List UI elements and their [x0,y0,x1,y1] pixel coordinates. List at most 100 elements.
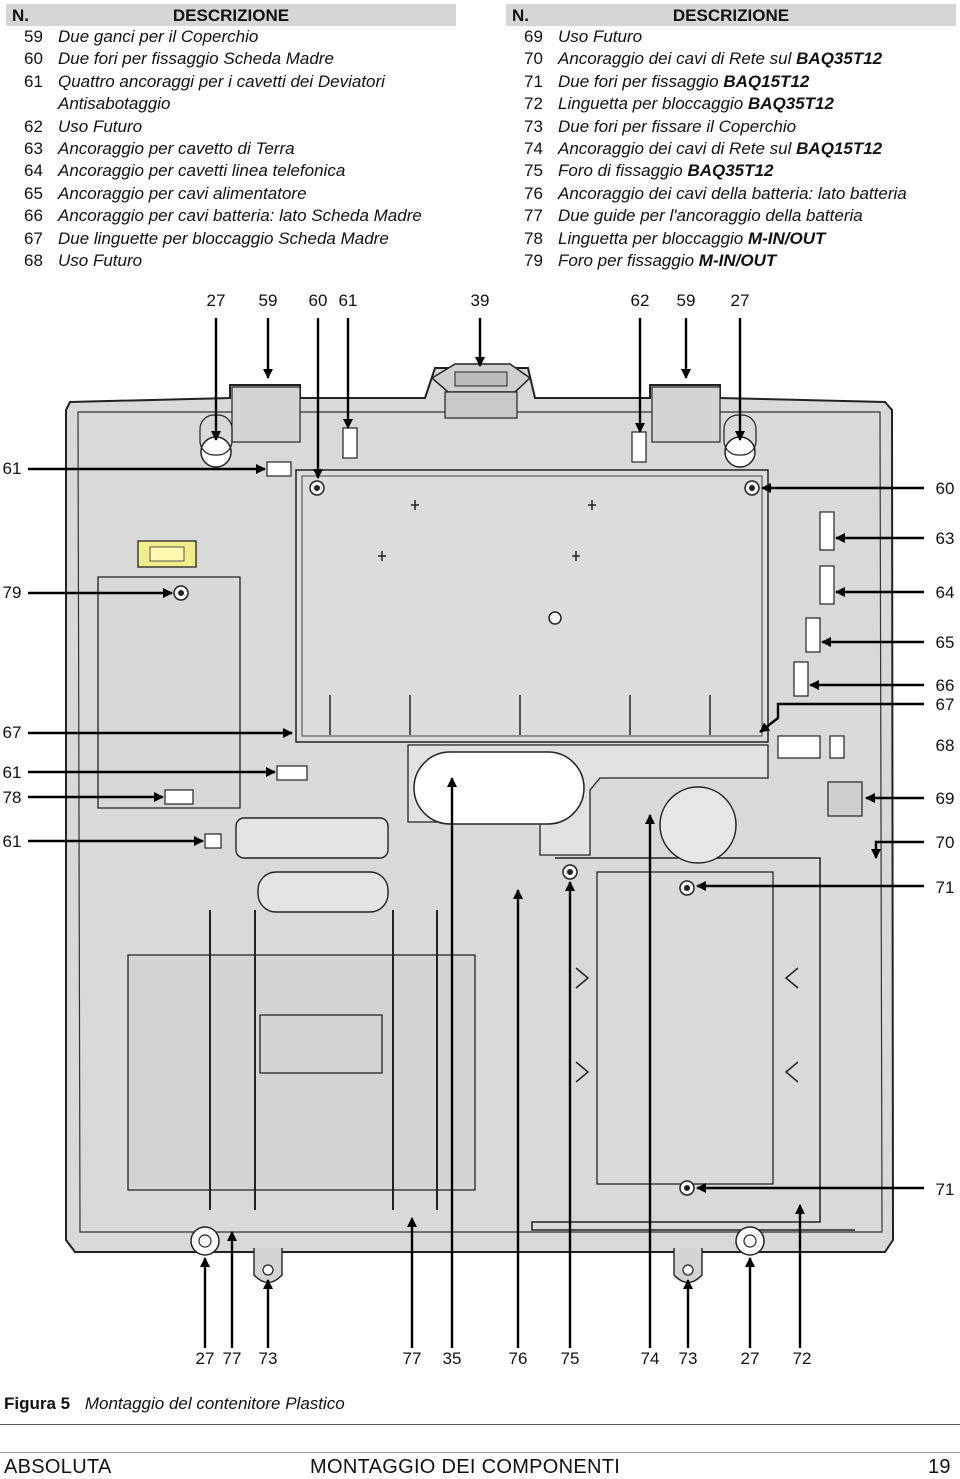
row-model-code: BAQ15T12 [723,71,810,91]
footer-top-line [0,1452,960,1453]
row-text: Due guide per l'ancoraggio della batteri… [558,206,863,226]
callout-label-bottom: 73 [259,1349,278,1368]
row-text: Due fori per fissaggio Scheda Madre [58,49,334,69]
callout-label-top: 61 [339,291,358,310]
row-text: Quattro ancoraggi per i cavetti dei Devi… [58,71,385,91]
row-number: 71 [524,71,543,91]
row-text: Due ganci per il Coperchio [58,27,259,46]
callout-label-right: 69 [936,789,955,808]
callout-label-top: 60 [309,291,328,310]
callout-label-top: 62 [631,291,650,310]
row-model-code: BAQ35T12 [796,49,883,69]
right-table-header: N. DESCRIZIONE [506,4,956,26]
row-description: Ancoraggio dei cavi di Rete sul BAQ15T12 [558,138,882,160]
row-text: Due fori per fissaggio [558,71,724,91]
row-description: Ancoraggio per cavi batteria: lato Sched… [58,205,422,227]
callout-label-bottom: 35 [443,1349,462,1368]
callout-label-right: 63 [936,529,955,548]
footer-product: ABSOLUTA [4,1456,112,1478]
row-description: Uso Futuro [58,250,142,272]
table-row: 70 Ancoraggio dei cavi di Rete sul BAQ35T… [506,48,956,70]
enclosure-inner-outline [77,411,883,1233]
row-text: Ancoraggio dei cavi di Rete sul [558,49,797,69]
m-inout-area [97,576,241,809]
row-text: Antisabotaggio [58,94,171,114]
callout-label-bottom: 27 [196,1349,215,1368]
row-text: Linguetta per bloccaggio [558,228,748,248]
row-description: Due fori per fissaggio Scheda Madre [58,48,334,70]
row-text: Foro di fissaggio [558,161,688,181]
row-number: 70 [524,49,543,69]
row-description: Due guide per l'ancoraggio della batteri… [558,205,863,227]
figure-title: Montaggio del contenitore Plastico [84,1394,345,1413]
row-text: Linguetta per bloccaggio [558,94,748,114]
row-text: Ancoraggio dei cavi della batteria: lato… [558,183,907,203]
callout-label-right: 70 [936,833,955,852]
page-number: 19 [928,1456,951,1478]
row-description: Linguetta per bloccaggio BAQ35T12 [558,93,834,115]
callout-label-bottom: 77 [403,1349,422,1368]
hook-right [651,386,721,443]
callout-label-left: 61 [3,459,22,478]
row-number: 69 [524,27,543,46]
callout-label-top: 39 [471,291,490,310]
row-number: 76 [524,183,543,203]
table-row: 76 Ancoraggio dei cavi della batteria: la… [506,183,956,205]
footer-section: MONTAGGIO DEI COMPONENTI [310,1456,621,1478]
callout-label-top: 27 [207,291,226,310]
row-number: 62 [24,116,43,136]
callout-label-right: 65 [936,633,955,652]
header-number: N. [512,6,529,25]
row-text: Ancoraggio per cavetti linea telefonica [58,161,346,181]
callout-label-right: 71 [936,878,955,897]
row-number: 73 [524,116,543,136]
callout-label-right: 60 [936,479,955,498]
motherboard-area [295,469,769,743]
row-number: 78 [524,228,543,248]
callout-label-left: 67 [3,723,22,742]
left-table-header: N. DESCRIZIONE [6,4,456,26]
table-row: 77 Due guide per l'ancoraggio della batte… [506,205,956,227]
row-text: Ancoraggio dei cavi di Rete sul [558,138,797,158]
row-text: Ancoraggio per cavetto di Terra [58,138,295,158]
figure-caption: Figura 5 Montaggio del contenitore Plast… [4,1394,345,1414]
callout-label-top: 27 [731,291,750,310]
row-model-code: BAQ15T12 [796,138,883,158]
row-text: Foro per fissaggio [558,250,699,270]
row-number: 77 [524,206,543,226]
row-description: Due fori per fissare il Coperchio [558,116,796,138]
row-model-code: BAQ35T12 [747,94,834,114]
row-model-code: M-IN/OUT [747,228,826,248]
row-description: Ancoraggio per cavetti linea telefonica [58,160,345,182]
callout-label-bottom: 74 [641,1349,660,1368]
table-row: Antisabotaggio [6,93,456,115]
callout-label-right: 67 [936,695,955,714]
callout-label-right: 64 [936,583,955,602]
callout-label-bottom: 27 [741,1349,760,1368]
row-text: Due linguette per bloccaggio Scheda Madr… [58,228,389,248]
row-description: Linguetta per bloccaggio M-IN/OUT [558,228,825,250]
row-description: Quattro ancoraggi per i cavetti dei Devi… [58,71,385,93]
table-row: 73 Due fori per fissare il Coperchio [506,116,956,138]
row-number: 66 [24,206,43,226]
row-description: Foro di fissaggio BAQ35T12 [558,160,773,182]
callout-label-right: 71 [936,1180,955,1199]
row-description: Ancoraggio dei cavi della batteria: lato… [558,183,907,205]
row-number: 63 [24,138,43,158]
header-description: DESCRIZIONE [172,6,290,25]
callout-label-top: 59 [259,291,278,310]
callout-label-bottom: 76 [509,1349,528,1368]
figure-number: Figura 5 [4,1394,71,1413]
callout-label-top: 59 [677,291,696,310]
hook-left [231,386,301,443]
row-description: Antisabotaggio [58,93,170,115]
